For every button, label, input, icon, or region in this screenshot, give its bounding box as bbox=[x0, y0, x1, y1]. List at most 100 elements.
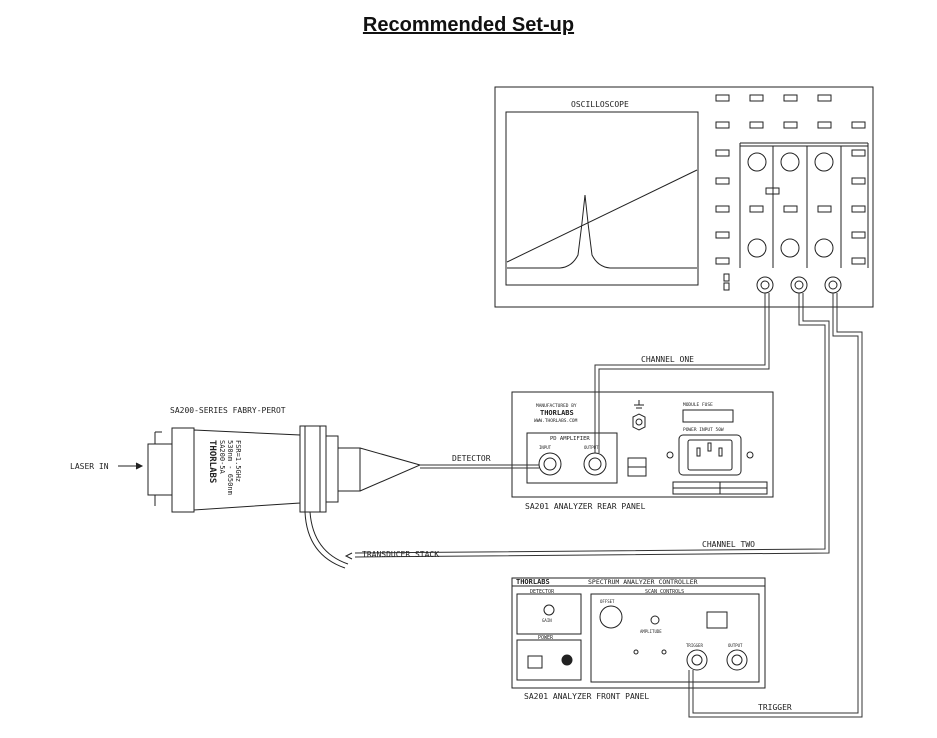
module-label-plate bbox=[682, 409, 734, 423]
scope-knob[interactable] bbox=[814, 152, 834, 172]
scope-button[interactable] bbox=[817, 94, 832, 102]
oscilloscope-bnc-inputs bbox=[756, 276, 842, 294]
peak-trace bbox=[507, 194, 697, 269]
scope-button[interactable] bbox=[783, 121, 798, 129]
gain-knob[interactable] bbox=[543, 604, 555, 616]
scope-button[interactable] bbox=[765, 187, 780, 195]
connection-cables bbox=[354, 293, 863, 718]
scope-button[interactable] bbox=[715, 231, 730, 239]
ground-lug[interactable] bbox=[632, 413, 646, 431]
scope-button[interactable] bbox=[749, 121, 764, 129]
front-header-label: SPECTRUM ANALYZER CONTROLLER bbox=[588, 578, 698, 586]
mode-switch[interactable] bbox=[706, 611, 728, 629]
scope-button[interactable] bbox=[851, 121, 866, 129]
laser-beam-arrow bbox=[118, 462, 144, 470]
power-section bbox=[516, 639, 582, 681]
power-input-label: POWER INPUT 50W bbox=[683, 427, 724, 433]
scope-button[interactable] bbox=[851, 205, 866, 213]
amplitude-knob[interactable] bbox=[650, 615, 660, 625]
scope-button[interactable] bbox=[783, 94, 798, 102]
input-label: INPUT bbox=[539, 445, 552, 450]
pd-amplifier-label: PD AMPLIFIER bbox=[550, 436, 590, 442]
rear-panel bbox=[511, 391, 774, 498]
oscilloscope-button-grid bbox=[715, 94, 866, 265]
oscilloscope-body bbox=[494, 86, 874, 308]
output-bnc-label: OUTPUT bbox=[728, 643, 743, 648]
scope-button[interactable] bbox=[851, 231, 866, 239]
front-panel bbox=[511, 577, 766, 689]
trigger-cable-label: TRIGGER bbox=[758, 703, 792, 712]
channel-one-cable bbox=[594, 293, 766, 453]
transducer-cable bbox=[304, 511, 346, 569]
trigger-cable bbox=[692, 293, 859, 714]
fp-model-text: SA200-5A bbox=[218, 440, 226, 475]
scope-switch[interactable] bbox=[723, 273, 730, 282]
scope-button[interactable] bbox=[817, 205, 832, 213]
scope-switch[interactable] bbox=[723, 282, 730, 291]
ramp-trace bbox=[506, 169, 698, 263]
output-label: OUTPUT bbox=[584, 445, 599, 450]
pd-output-bnc[interactable] bbox=[583, 452, 607, 476]
oscilloscope-knobs bbox=[747, 152, 834, 258]
page-title: Recommended Set-up bbox=[362, 14, 575, 36]
gain-label: GAIN bbox=[542, 618, 552, 623]
module-label: MODULE FUSE bbox=[683, 402, 713, 408]
offset-knob[interactable] bbox=[599, 605, 623, 629]
oscilloscope-screen bbox=[505, 111, 699, 286]
output-bnc[interactable] bbox=[726, 649, 748, 671]
front-panel-body bbox=[511, 577, 766, 689]
scope-button[interactable] bbox=[851, 257, 866, 265]
detector-section-label: DETECTOR bbox=[530, 589, 555, 595]
offset-label: OFFSET bbox=[600, 599, 615, 604]
scope-knob[interactable] bbox=[780, 238, 800, 258]
channel-one-label: CHANNEL ONE bbox=[641, 355, 694, 364]
scope-button[interactable] bbox=[817, 121, 832, 129]
scope-button[interactable] bbox=[715, 257, 730, 265]
transducer-arrow bbox=[344, 552, 353, 560]
rear-panel-body bbox=[511, 391, 774, 498]
scope-knob[interactable] bbox=[780, 152, 800, 172]
scope-button[interactable] bbox=[715, 177, 730, 185]
scope-button[interactable] bbox=[851, 177, 866, 185]
website-text: WWW.THORLABS.COM bbox=[534, 418, 578, 424]
scope-button[interactable] bbox=[851, 149, 866, 157]
scope-knob[interactable] bbox=[747, 238, 767, 258]
fabry-perot-interferometer bbox=[147, 425, 422, 569]
bnc-connector[interactable] bbox=[756, 276, 774, 294]
scope-knob[interactable] bbox=[747, 152, 767, 172]
fp-fsr-text: FSR=1.5GHz bbox=[234, 440, 242, 482]
power-inlet[interactable] bbox=[678, 434, 742, 476]
manufactured-by-text: MANUFACTURED BY bbox=[536, 403, 577, 409]
bnc-connector[interactable] bbox=[824, 276, 842, 294]
detector-input-bnc[interactable] bbox=[538, 452, 562, 476]
scan-controls-section bbox=[590, 593, 760, 683]
scope-button[interactable] bbox=[715, 149, 730, 157]
transducer-stack-label: TRANSDUCER STACK bbox=[362, 550, 439, 559]
scope-knob[interactable] bbox=[814, 238, 834, 258]
scope-button[interactable] bbox=[715, 121, 730, 129]
bnc-connector[interactable] bbox=[790, 276, 808, 294]
detector-cable-label: DETECTOR bbox=[452, 454, 491, 463]
trigger-bnc-label: TRIGGER bbox=[686, 643, 703, 648]
fp-end-cap bbox=[171, 427, 195, 513]
fp-collar bbox=[299, 425, 327, 513]
scope-button[interactable] bbox=[715, 94, 730, 102]
channel-two-label: CHANNEL TWO bbox=[702, 540, 755, 549]
power-button[interactable] bbox=[527, 655, 543, 669]
channel-two-cable bbox=[354, 293, 826, 554]
scope-button[interactable] bbox=[783, 205, 798, 213]
scan-controls-label: SCAN CONTROLS bbox=[645, 589, 684, 595]
front-brand-logo: THORLABS bbox=[516, 578, 550, 586]
scope-button[interactable] bbox=[749, 94, 764, 102]
scope-button[interactable] bbox=[749, 205, 764, 213]
oscilloscope-label: OSCILLOSCOPE bbox=[571, 100, 629, 109]
rear-panel-label: SA201 ANALYZER REAR PANEL bbox=[525, 502, 646, 511]
fp-cone bbox=[359, 447, 422, 492]
power-led bbox=[561, 654, 573, 666]
power-section-label: POWER bbox=[538, 635, 554, 641]
scope-button[interactable] bbox=[715, 205, 730, 213]
front-panel-label: SA201 ANALYZER FRONT PANEL bbox=[524, 692, 649, 701]
trigger-bnc[interactable] bbox=[686, 649, 708, 671]
fp-brand-logo: THORLABS bbox=[207, 440, 217, 483]
